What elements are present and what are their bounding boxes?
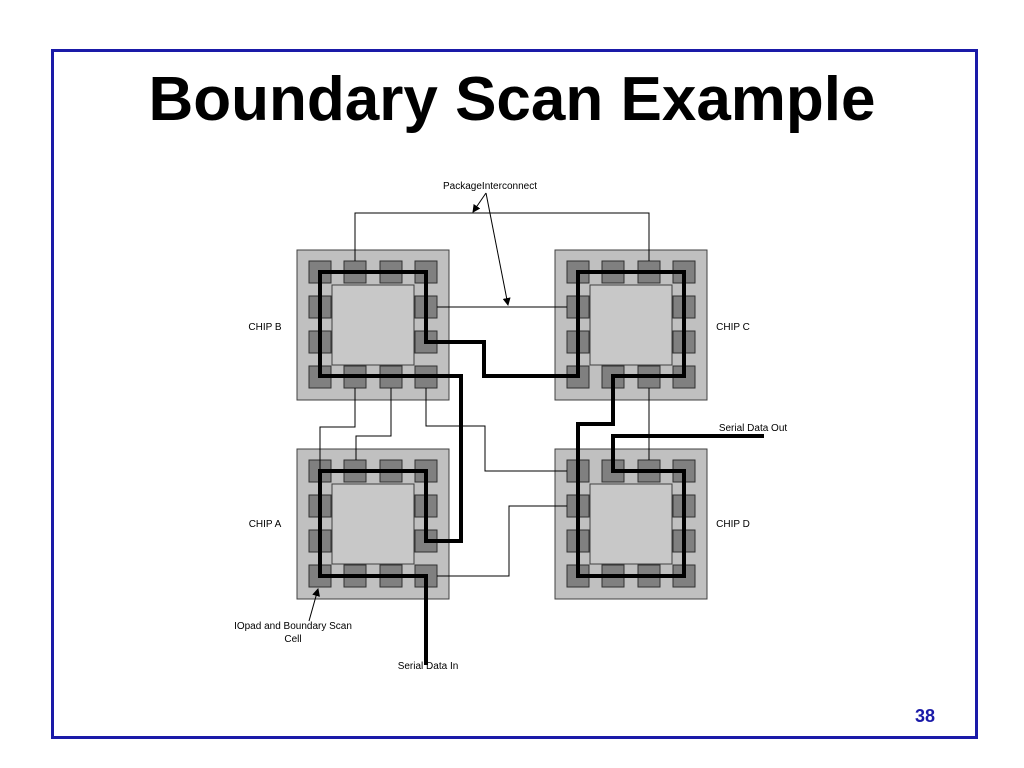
- iopad-label-line2: Cell: [284, 634, 301, 645]
- chip-a-label: CHIP A: [249, 519, 282, 530]
- io-pads-chip-b: [308, 260, 438, 389]
- package-interconnect-label: PackageInterconnect: [443, 181, 537, 192]
- chip-b-label: CHIP B: [248, 322, 281, 333]
- serial-data-in-label: Serial Data In: [398, 661, 459, 672]
- slide-title: Boundary Scan Example: [148, 65, 876, 134]
- annotation-arrows: [308, 192, 511, 622]
- iopad-label-line1: IOpad and Boundary Scan: [234, 621, 352, 632]
- chip-d-label: CHIP D: [716, 519, 750, 530]
- package-interconnect-wires: [319, 212, 650, 577]
- scan-chain-path: [318, 270, 764, 665]
- chip-c-label: CHIP C: [716, 322, 750, 333]
- slide-frame: [51, 49, 978, 739]
- serial-data-out-label: Serial Data Out: [719, 423, 788, 434]
- slide-number: 38: [914, 706, 936, 726]
